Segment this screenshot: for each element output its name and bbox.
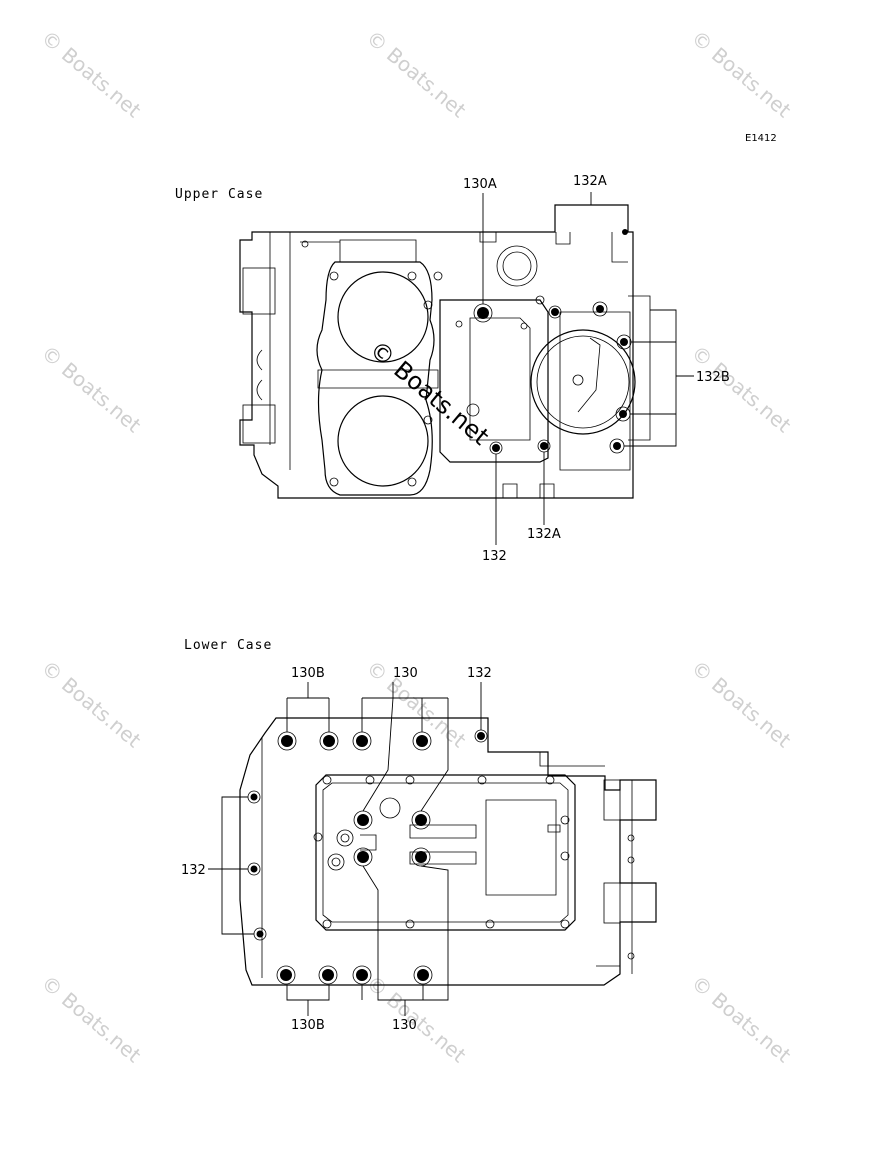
upper-case-section: Upper Case — [175, 174, 730, 564]
upper-right-ring — [530, 295, 651, 471]
callout-label: 132 — [467, 666, 492, 681]
watermark: © Boats.net — [37, 340, 146, 437]
watermark: © Boats.net — [37, 655, 146, 752]
lower-bolts — [247, 729, 488, 985]
lower-case-outline — [239, 717, 657, 986]
watermark: © Boats.net — [687, 340, 796, 437]
callout-label: 132 — [181, 863, 206, 878]
watermark: © Boats.net — [687, 25, 796, 122]
callout-label: 130B — [291, 666, 325, 681]
upper-center-cover — [439, 295, 549, 463]
upper-leaders — [482, 192, 694, 545]
watermark: © Boats.net — [362, 25, 471, 122]
callout-label: 130 — [393, 666, 418, 681]
lower-leaders — [208, 682, 482, 1016]
callout-label: 132A — [527, 527, 561, 542]
upper-case-title: Upper Case — [175, 187, 263, 202]
callout-label: 132B — [696, 370, 730, 385]
callout-label: 130B — [291, 1018, 325, 1033]
callout-label: 132A — [573, 174, 607, 189]
lower-case-title: Lower Case — [184, 638, 272, 653]
watermark: © Boats.net — [687, 655, 796, 752]
diagram-code: E1412 — [745, 133, 777, 144]
watermark: © Boats.net — [37, 970, 146, 1067]
callout-label: 132 — [482, 549, 507, 564]
oil-pan-gasket — [313, 774, 576, 931]
upper-bolts — [473, 229, 632, 455]
watermark-layer: © Boats.net © Boats.net © Boats.net © Bo… — [37, 25, 796, 1067]
watermark-overlay: © Boats.net — [364, 335, 494, 451]
watermark: © Boats.net — [687, 970, 796, 1067]
callout-label: 130A — [463, 177, 497, 192]
watermark: © Boats.net — [37, 25, 146, 122]
cylinder-gasket — [316, 261, 439, 496]
lower-case-section: Lower Case — [181, 638, 657, 1033]
upper-case-outline — [239, 204, 634, 499]
callout-label: 130 — [392, 1018, 417, 1033]
bolt-130A — [477, 307, 489, 319]
